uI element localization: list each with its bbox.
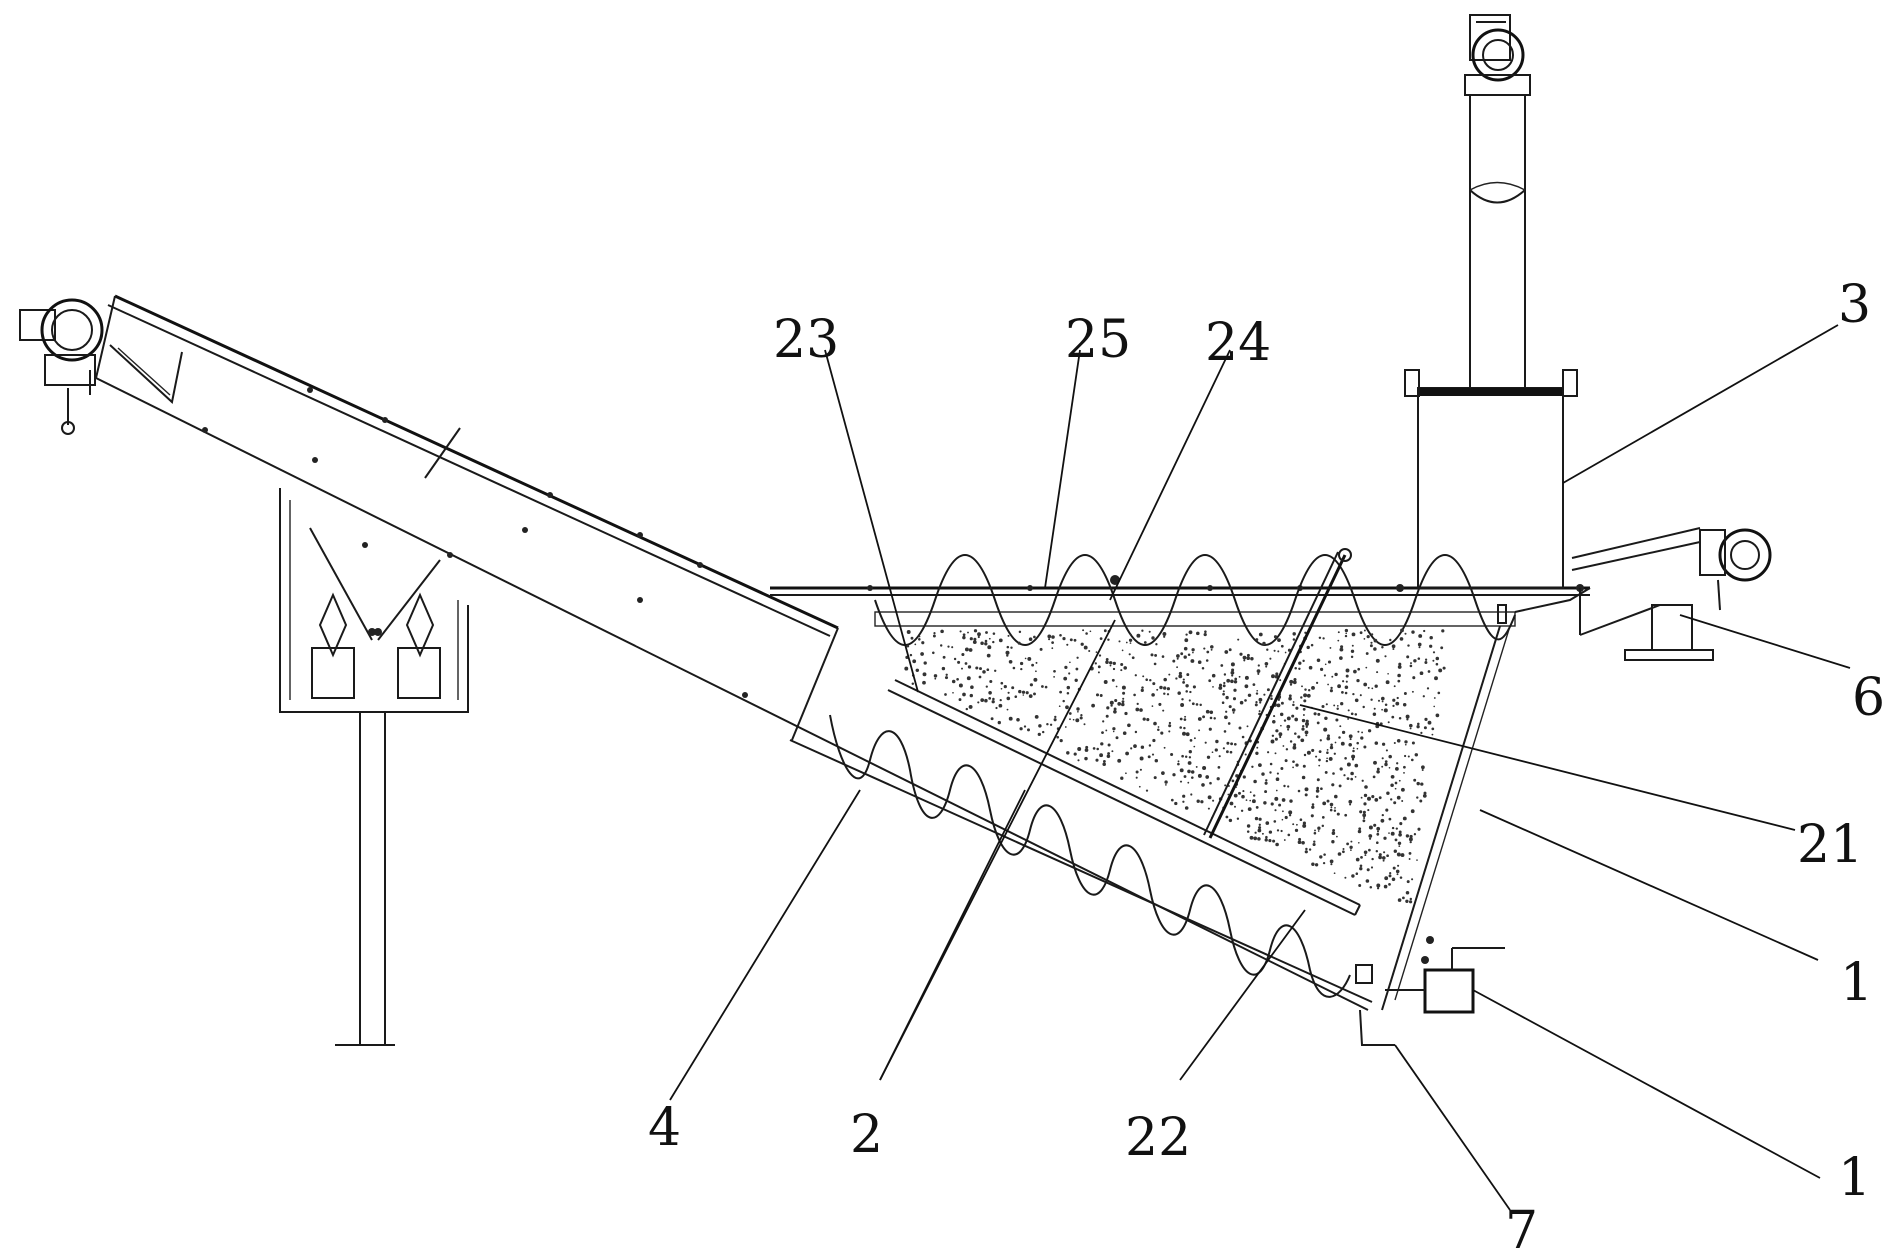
label-21: 21 (1797, 815, 1863, 875)
horizontal-spiral (874, 554, 1516, 646)
vertical-hopper (1404, 95, 1578, 589)
inclined-spiral (829, 714, 1373, 998)
leader-lines (669, 324, 1851, 1211)
support-leg (335, 712, 395, 1046)
outlet-pipe (1579, 588, 1714, 661)
label-6: 6 (1852, 668, 1885, 728)
reference-labels: 23 25 24 3 6 21 1 1 4 2 22 7 (648, 275, 1885, 1256)
label-4: 4 (648, 1098, 681, 1158)
label-25: 25 (1065, 310, 1131, 370)
support-frame (279, 488, 469, 713)
label-24: 24 (1205, 313, 1271, 373)
label-23: 23 (773, 310, 839, 370)
label-3: 3 (1838, 275, 1871, 335)
inclined-screw-conveyor (95, 294, 1373, 1011)
label-1-lower: 1 (1838, 1148, 1871, 1208)
discharge-motor (1571, 527, 1772, 611)
label-1-upper: 1 (1840, 953, 1873, 1013)
top-motor (1464, 14, 1531, 96)
drive-motor-left (19, 298, 104, 435)
settling-tank (770, 575, 1591, 1046)
label-22: 22 (1125, 1108, 1191, 1168)
label-2: 2 (850, 1105, 883, 1165)
sand-particles (904, 628, 1446, 904)
agitator-rod (1203, 548, 1352, 839)
label-7: 7 (1505, 1201, 1538, 1256)
